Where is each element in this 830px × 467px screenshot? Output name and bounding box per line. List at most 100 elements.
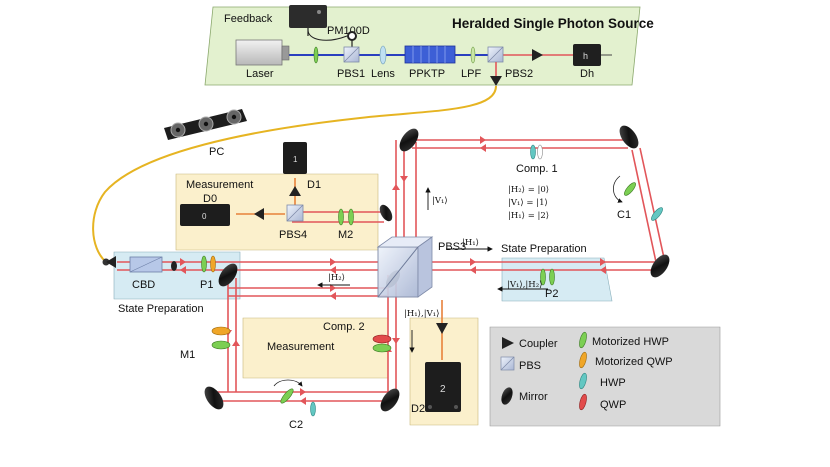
power-meter-sensor-icon (347, 31, 357, 41)
cbd-label: CBD (132, 279, 155, 291)
comp2-qwp-icon (372, 334, 392, 344)
m1-qwp-icon (211, 326, 231, 336)
h2-label: |H₂⟩ (328, 273, 345, 283)
p1-label: P1 (200, 279, 213, 291)
p2-label: P2 (545, 288, 558, 300)
d1-detector (283, 142, 307, 174)
legend-panel (489, 326, 721, 427)
map-h1: |H₁⟩ = |2⟩ (508, 211, 549, 221)
comp2-hwp-icon (372, 343, 392, 353)
d0-label: D0 (203, 193, 217, 205)
mirror-left-mid (218, 263, 238, 287)
feedback-label: Feedback (224, 13, 273, 25)
d0-glyph: 0 (202, 212, 207, 221)
lens-icon (379, 45, 387, 65)
legend-qwp-icon (579, 393, 587, 411)
p1-qwp-icon (210, 255, 216, 273)
v1h2-label: |V₁⟩,|H₂⟩ (507, 280, 542, 290)
legend: Coupler PBS Mirror Motorized HWP Motoriz… (500, 331, 673, 411)
source-title: Heralded Single Photon Source (452, 16, 654, 31)
ppktp-label: PPKTP (409, 68, 445, 80)
m2-qwp-icon (348, 208, 354, 226)
comp1-hwp-icon (530, 144, 536, 160)
laser-label: Laser (246, 68, 274, 80)
pc-paddles (164, 109, 247, 140)
legend-motorized-hwp-label: Motorized HWP (592, 336, 669, 348)
c2-motorized-hwp-icon (280, 388, 294, 404)
dh-glyph: h (583, 51, 588, 61)
p1-hwp-icon (201, 255, 207, 273)
pm100d-label: PM100D (327, 25, 370, 37)
h1-label: |H₁⟩ (462, 238, 479, 248)
c2-hwp-icon (310, 401, 316, 417)
d0-coupler-icon (254, 208, 264, 220)
legend-hwp-label: HWP (600, 377, 626, 389)
dh-detector (573, 44, 601, 66)
d1-label: D1 (307, 179, 321, 191)
mirror-bottom-right (380, 388, 400, 412)
c1-motorized-hwp-icon (624, 182, 636, 196)
p2-qwp-icon (549, 268, 555, 286)
power-meter-box (289, 5, 327, 28)
map-v1: |V₁⟩ = |1⟩ (508, 198, 548, 208)
pbs2-label: PBS2 (505, 68, 533, 80)
ppktp-crystal (404, 45, 456, 64)
legend-pbs-label: PBS (519, 360, 541, 372)
d2-glyph: 2 (440, 384, 446, 395)
measurement-bottom-label: Measurement (267, 341, 334, 353)
d0-detector (180, 204, 230, 226)
lens-label: Lens (371, 68, 395, 80)
mirror-top-left (399, 128, 419, 152)
d1-coupler-icon (289, 186, 301, 196)
lpf-label: LPF (461, 68, 481, 80)
c1-hwp-icon (651, 207, 663, 221)
c1-label: C1 (617, 209, 631, 221)
d2-coupler-icon (436, 323, 448, 334)
h1v1-label: |H₁⟩,|V₁⟩ (404, 309, 439, 319)
v1-label: |V₁⟩ (432, 196, 448, 206)
comp2-label: Comp. 2 (323, 321, 365, 333)
m1-hwp-icon (211, 340, 231, 350)
pc-label: PC (209, 146, 224, 158)
state-prep-left-label: State Preparation (118, 303, 204, 315)
p2-hwp-icon (540, 268, 546, 286)
comp1-qwp-icon (537, 144, 543, 160)
lpf-filter (470, 46, 476, 64)
mirror-bottom-left (204, 386, 224, 410)
fiber-cable (92, 85, 497, 263)
laser-body (235, 39, 283, 66)
mirror-right (650, 254, 670, 278)
source-hwp-icon (313, 46, 319, 64)
legend-motorized-qwp-icon (579, 351, 587, 369)
c1-rotation-icon (613, 175, 623, 203)
legend-hwp-icon (579, 372, 587, 390)
m2-hwp-icon (338, 208, 344, 226)
beam-arrows (180, 136, 606, 405)
legend-motorized-hwp-icon (579, 331, 587, 349)
legend-qwp-label: QWP (600, 399, 626, 411)
d1-glyph: 1 (293, 155, 298, 164)
measurement-top-label: Measurement (186, 179, 253, 191)
legend-coupler-icon (502, 337, 514, 349)
d2-label: D2 (411, 403, 425, 415)
legend-mirror-icon (501, 387, 513, 405)
left-coupler-icon (106, 256, 116, 268)
legend-coupler-label: Coupler (519, 338, 558, 350)
pbs2-coupler-icon (490, 76, 502, 86)
state-prep-right-label: State Preparation (501, 243, 587, 255)
pbs3-cube (376, 236, 434, 298)
dh-label: Dh (580, 68, 594, 80)
pbs1-label: PBS1 (337, 68, 365, 80)
pbs3-label: PBS3 (438, 241, 466, 253)
c2-label: C2 (289, 419, 303, 431)
d2-detector (425, 362, 461, 412)
mirror-top-right (619, 125, 639, 149)
comp1-label: Comp. 1 (516, 163, 558, 175)
pbs4-label: PBS4 (279, 229, 307, 241)
m2-label: M2 (338, 229, 353, 241)
mirror-left-top (379, 204, 393, 222)
map-h2: |H₂⟩ = |0⟩ (508, 185, 549, 195)
legend-mirror-label: Mirror (519, 391, 548, 403)
m1-label: M1 (180, 349, 195, 361)
